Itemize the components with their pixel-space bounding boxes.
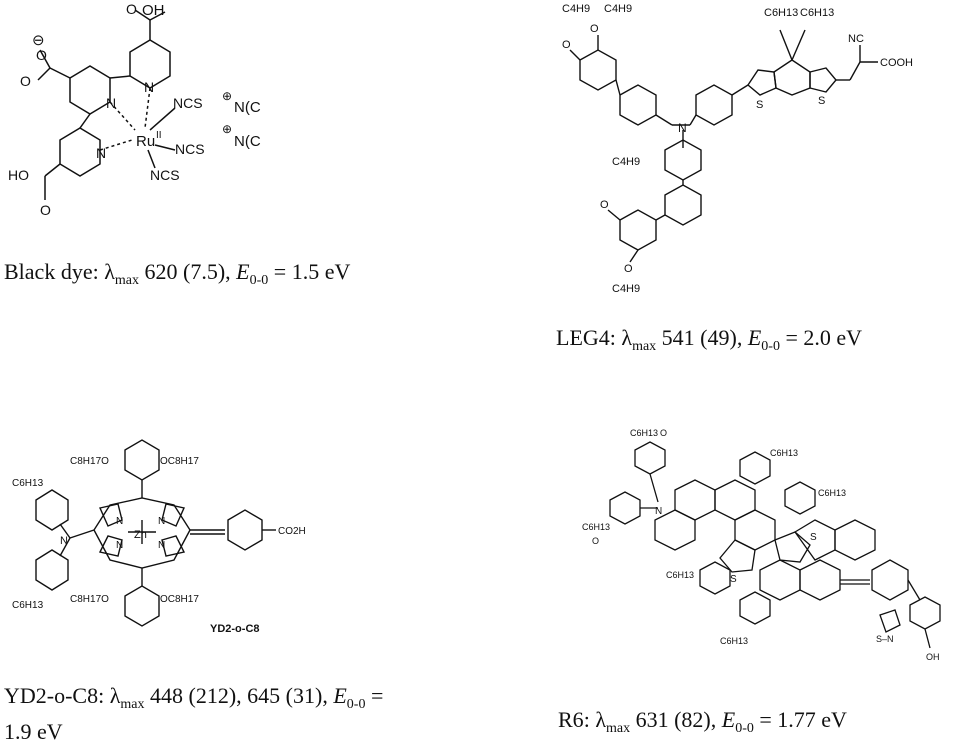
atom-s-1: S: [756, 99, 763, 111]
r6-name: R6: [558, 707, 584, 732]
atom-plus-2: ⊕: [222, 122, 232, 136]
atom-o-1: O: [590, 23, 599, 35]
atom-n-3: N: [116, 540, 123, 551]
atom-o-4: O: [624, 263, 633, 275]
leg4-energy: = 2.0 eV: [785, 325, 863, 350]
atom-o-3: O: [600, 199, 609, 211]
yd2-structure: C8H17O OC8H17 C6H13 C6H13 N N N N N Zn C…: [0, 420, 340, 650]
atom-ru-oxidation: II: [156, 130, 162, 141]
atom-c6h13-2: C6H13: [800, 7, 834, 19]
r6-lambda: 631 (82): [635, 707, 711, 732]
leg4-structure: C4H9 C4H9 O O N S S C6H13 C6H13 NC COOH …: [560, 0, 940, 300]
atom-n1: N: [144, 79, 154, 95]
atom-nc: NC: [848, 33, 864, 45]
r6-energy: = 1.77 eV: [759, 707, 847, 732]
atom-oh: OH: [926, 652, 940, 662]
yd2-structure-label: YD2-o-C8: [210, 623, 260, 635]
atom-ru: Ru: [136, 133, 155, 150]
atom-oc8h17-top: OC8H17: [160, 456, 199, 467]
atom-n: N: [678, 121, 687, 135]
atom-s-1: S: [730, 574, 737, 585]
leg4-caption: LEG4: λmax 541 (49), E0-0 = 2.0 eV: [556, 325, 863, 354]
atom-n2: N: [106, 95, 116, 111]
atom-c6h13-4: C6H13: [818, 488, 846, 498]
atom-n-4: N: [158, 540, 165, 551]
atom-cation-2: N(C: [234, 133, 261, 150]
r6-svg: C6H13 O C6H13 O N C6H13 C6H13 S S C6H13 …: [582, 428, 941, 662]
atom-oc8h17-bottom: OC8H17: [160, 594, 199, 605]
atom-c8h17o-top: C8H17O: [70, 456, 109, 467]
panel-r6: C6H13 O C6H13 O N C6H13 C6H13 S S C6H13 …: [540, 420, 957, 741]
black-dye-lambda: 620 (7.5): [144, 259, 226, 284]
atom-o-minus: ⊖: [32, 32, 45, 49]
atom-c8h17o-bottom: C8H17O: [70, 594, 109, 605]
black-dye-name: Black dye: [4, 259, 93, 284]
yd2-lambda: 448 (212), 645 (31),: [150, 683, 328, 708]
atom-ncs-2: NCS: [175, 141, 205, 157]
atom-c4h9-2: C4H9: [604, 3, 632, 15]
atom-n: N: [655, 506, 662, 517]
atom-cation-1: N(C: [234, 99, 261, 116]
black-dye-caption: Black dye: λmax 620 (7.5), E0-0 = 1.5 eV: [4, 259, 351, 288]
atom-c6h13-6: C6H13: [720, 636, 748, 646]
black-dye-structure: OH O ⊖ O O N N N HO O NCS NCS NCS Ru II …: [0, 0, 300, 225]
atom-c6h13-2: C6H13: [582, 522, 610, 532]
panel-leg4: C4H9 C4H9 O O N S S C6H13 C6H13 NC COOH …: [480, 0, 957, 360]
atom-c6h13-1: C6H13: [12, 478, 44, 489]
yd2-caption: YD2-o-C8: λmax 448 (212), 645 (31), E0-0…: [4, 683, 384, 744]
atom-c6h13-2: C6H13: [12, 600, 44, 611]
atom-c6h13-5: C6H13: [666, 570, 694, 580]
atom-n-2: N: [158, 516, 165, 527]
atom-c6h13-3: C6H13: [770, 448, 798, 458]
leg4-svg: C4H9 C4H9 O O N S S C6H13 C6H13 NC COOH …: [562, 3, 913, 295]
leg4-lambda: 541 (49): [661, 325, 737, 350]
panel-yd2: C8H17O OC8H17 C6H13 C6H13 N N N N N Zn C…: [0, 420, 480, 744]
atom-o-left: O: [36, 47, 47, 63]
atom-cooh: COOH: [880, 57, 913, 69]
yd2-energy-eq: =: [370, 683, 384, 708]
atom-c4h9-4: C4H9: [612, 283, 640, 295]
atom-s-2: S: [818, 95, 825, 107]
atom-n-1: N: [116, 516, 123, 527]
yd2-energy: 1.9 eV: [4, 719, 63, 744]
yd2-name: YD2-o-C8: [4, 683, 99, 708]
atom-s-2: S: [810, 532, 817, 543]
atom-o-left2: O: [20, 73, 31, 89]
r6-caption: R6: λmax 631 (82), E0-0 = 1.77 eV: [558, 707, 847, 736]
atom-c6h13-1: C6H13: [630, 428, 658, 438]
black-dye-svg: OH O ⊖ O O N N N HO O NCS NCS NCS Ru II …: [8, 1, 261, 218]
atom-o-1: O: [660, 428, 667, 438]
atom-ncs-1: NCS: [173, 95, 203, 111]
black-dye-energy: = 1.5 eV: [273, 259, 351, 284]
atom-o-2: O: [562, 39, 571, 51]
atom-plus-1: ⊕: [222, 89, 232, 103]
atom-c4h9-3: C4H9: [612, 156, 640, 168]
atom-ho: HO: [8, 167, 29, 183]
atom-n-amine: N: [60, 535, 68, 547]
atom-zn: Zn: [134, 529, 147, 541]
atom-o-bottom: O: [40, 202, 51, 218]
atom-c4h9-1: C4H9: [562, 3, 590, 15]
r6-structure: C6H13 O C6H13 O N C6H13 C6H13 S S C6H13 …: [580, 420, 950, 680]
panel-black-dye: OH O ⊖ O O N N N HO O NCS NCS NCS Ru II …: [0, 0, 480, 300]
lambda-symbol: λ: [104, 259, 115, 284]
atom-sn: S–N: [876, 634, 894, 644]
atom-ncs-3: NCS: [150, 167, 180, 183]
atom-oh-top: OH: [142, 2, 165, 19]
leg4-name: LEG4: [556, 325, 610, 350]
atom-n3: N: [96, 145, 106, 161]
atom-o-2: O: [592, 536, 599, 546]
atom-o-top: O: [126, 1, 137, 17]
atom-co2h: CO2H: [278, 526, 306, 537]
atom-c6h13-1: C6H13: [764, 7, 798, 19]
yd2-svg: C8H17O OC8H17 C6H13 C6H13 N N N N N Zn C…: [12, 439, 306, 635]
